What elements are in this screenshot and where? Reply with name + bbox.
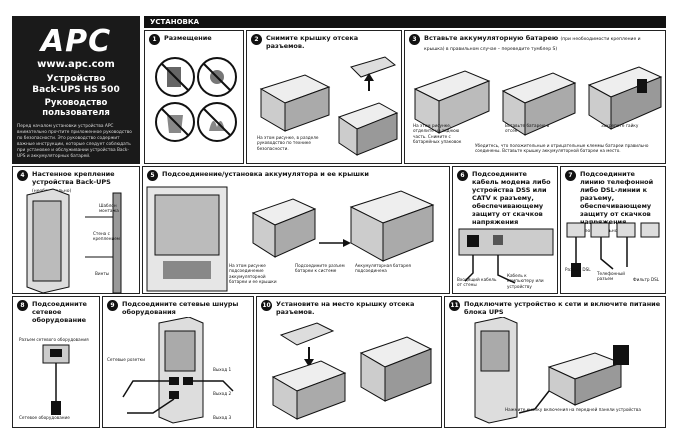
network-equipment-illustration	[42, 344, 70, 415]
product-title: Устройство Back-UPS HS 500	[17, 74, 135, 96]
step-number: 3	[409, 34, 420, 45]
step-5-note-3: Аккумуляторная батарея подсоединена	[355, 263, 411, 274]
step-number: 2	[251, 34, 262, 45]
step-number: 1	[149, 34, 160, 45]
intro-text: Перед началом установки устройства APC в…	[17, 124, 132, 159]
step-title: Подсоединение/установка аккумулятора и е…	[162, 170, 369, 178]
step-number: 4	[17, 170, 28, 181]
step-title: Размещение	[164, 34, 212, 42]
step-number: 9	[107, 300, 118, 311]
step-2-panel: 2 Снимите крышку отсека разъемов. На этом…	[246, 30, 402, 164]
brand-sidebar: APC www.apc.com Устройство Back-UPS HS 5…	[12, 16, 140, 170]
document-subtitle: Руководство пользователя	[42, 98, 110, 118]
apc-logo: APC	[26, 23, 126, 59]
step-3-note-3: Закрепите гайку	[601, 123, 639, 128]
logo-text: APC	[40, 23, 112, 59]
step-9-panel: 9 Подсоедините сетевые шнуры оборудования…	[102, 296, 254, 428]
step-7-label-2: Телефонный разъем	[597, 271, 626, 282]
step-title-extra: (при необходимости крепление и крышка) в…	[424, 37, 641, 52]
brand-url: www.apc.com	[37, 59, 115, 70]
step-title: Вставьте аккумуляторную батарею	[424, 34, 559, 42]
no-sun-icon	[155, 57, 195, 97]
step-number: 8	[17, 300, 28, 311]
step-8-label-2: Сетевое оборудование	[19, 415, 70, 420]
step-5-panel: 5 Подсоединение/установка аккумулятора и …	[142, 166, 450, 294]
product-line1: Устройство	[46, 74, 106, 84]
power-cords-illustration	[122, 317, 234, 424]
step-number: 6	[457, 170, 468, 181]
step-11-label-1: Нажмите кнопку включения на передней пан…	[505, 407, 641, 412]
step-8-label-1: Разъем сетевого оборудования	[19, 337, 89, 342]
step-title: Подсоедините кабель модема либо устройст…	[472, 170, 551, 226]
step-4-label-2: Стена с креплением	[93, 231, 120, 242]
step-3-panel: 3 Вставьте аккумуляторную батарею (при не…	[404, 30, 666, 164]
step-title: Установите на место крышку отсека разъем…	[276, 300, 415, 316]
step-11-panel: 11 Подключите устройство к сети и включит…	[444, 296, 666, 428]
no-heat-icon	[197, 102, 237, 142]
step-title: Подсоедините линию телефонной либо DSL-л…	[580, 170, 654, 226]
no-sunlight-icon	[197, 57, 237, 97]
step-9-label-3: Сетевые розетки	[107, 357, 145, 362]
step-6-label-2: Кабель к компьютеру или устройству	[507, 273, 544, 289]
step-4-label-3: Винты	[95, 271, 110, 276]
step-number: 11	[449, 300, 460, 311]
step-6-panel: 6 Подсоедините кабель модема либо устройс…	[452, 166, 558, 294]
step-9-label-1: Выход 1	[213, 367, 232, 372]
step-8-panel: 8 Подсоедините сетевое оборудование Разъе…	[12, 296, 100, 428]
step-7-label-3: Фильтр DSL	[633, 277, 660, 282]
step-title: Подсоедините сетевые шнуры оборудования	[122, 300, 239, 316]
power-on-illustration	[474, 317, 629, 424]
step-3-note-1: На этом рисунке, отделите на заднюю част…	[413, 123, 462, 145]
section-banner: УСТАНОВКА	[144, 16, 666, 28]
step-7-panel: 7 Подсоедините линию телефонной либо DSL-…	[560, 166, 666, 294]
step-6-label-1: Входящий кабель от стены	[457, 277, 497, 288]
step-number: 7	[565, 170, 576, 181]
step-3-note-2: Вставьте батарею в отсек	[505, 123, 550, 134]
coax-connect-illustration	[458, 228, 554, 284]
no-water-icon	[155, 102, 195, 142]
wall-mount-illustration	[26, 188, 122, 294]
step-3-footer: Убедитесь, что положительные и отрицател…	[475, 143, 649, 154]
step-4-panel: 4 Настенное крепление устройства Back-UPS…	[12, 166, 140, 294]
step-9-label-4: Выход 3	[213, 415, 232, 420]
product-line2: Back-UPS HS 500	[32, 85, 120, 95]
step-title: Снимите крышку отсека разъемов.	[266, 34, 359, 50]
step-2-note: На этом рисунке, в разделе руководство п…	[257, 135, 319, 151]
step-title: Подсоедините сетевое оборудование	[32, 300, 87, 324]
step-number: 10	[261, 300, 272, 311]
phone-line-illustration	[566, 222, 660, 277]
step-1-panel: 1 Размещение	[144, 30, 244, 164]
step-title: Подключите устройство к сети и включите …	[464, 300, 661, 316]
step-5-note-1: На этом рисунке подсоединение аккумулято…	[229, 263, 277, 285]
step-9-label-2: Выход 2	[213, 391, 232, 396]
step-number: 5	[147, 170, 158, 181]
battery-connect-illustration	[146, 186, 435, 292]
cover-replace-illustration	[271, 322, 433, 420]
step-10-panel: 10 Установите на место крышку отсека разъ…	[256, 296, 442, 428]
placement-icons	[155, 57, 237, 142]
battery-insert-illustration	[413, 66, 663, 136]
cover-removal-illustration	[259, 56, 399, 156]
step-7-label-1: Разъем DSL	[565, 267, 591, 272]
step-4-label-1: Шаблон монтажа	[99, 203, 119, 214]
step-5-note-2: Подсоедините разъем батареи к системе	[295, 263, 345, 274]
step-title: Настенное крепление устройства Back-UPS	[32, 170, 115, 186]
